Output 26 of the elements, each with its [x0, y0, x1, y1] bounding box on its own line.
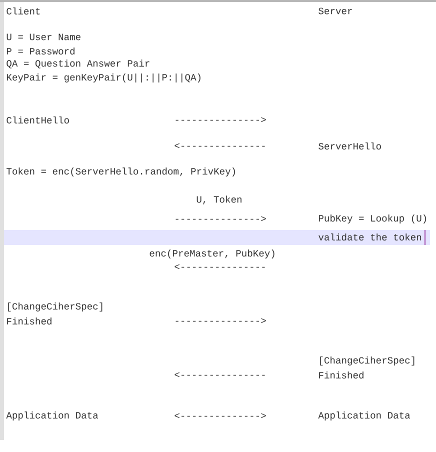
- text-line: <-------------->: [174, 413, 266, 418]
- text-line: <---------------: [174, 372, 265, 378]
- text-line: ClientHello: [6, 116, 69, 124]
- text-line: Token = enc(ServerHello.random, PrivKey): [6, 168, 235, 176]
- text-line: ServerHello: [318, 142, 381, 150]
- text-line: PubKey = Lookup (U): [318, 214, 426, 224]
- text-line: KeyPair = genKeyPair(U||:||P:||QA): [6, 74, 200, 82]
- text-line: validate the token: [318, 233, 422, 241]
- text-line: Application Data: [318, 412, 410, 420]
- text-line: Finished: [7, 317, 52, 325]
- text-line: Application Data: [6, 412, 98, 420]
- text-line: Finished: [319, 371, 364, 379]
- text-line: [ChangeCiherSpec]: [320, 356, 414, 366]
- text-line: U, Token: [196, 196, 242, 204]
- text-line: [ChangeCiherSpec]: [8, 302, 102, 312]
- text-line: Server: [318, 8, 352, 14]
- text-line: --------------->: [176, 318, 266, 324]
- text-line: <---------------: [174, 143, 265, 148]
- text-line: <---------------: [174, 264, 265, 270]
- text-line: enc(PreMaster, PubKey): [150, 250, 274, 258]
- text-line: Client: [6, 7, 40, 15]
- text-line: P = Password: [6, 47, 74, 55]
- text-line: QA = Question Answer Pair: [6, 60, 150, 68]
- text-line: U = User Name: [6, 34, 80, 40]
- text-line: --------------->: [176, 216, 266, 222]
- text-line: --------------->: [176, 117, 266, 122]
